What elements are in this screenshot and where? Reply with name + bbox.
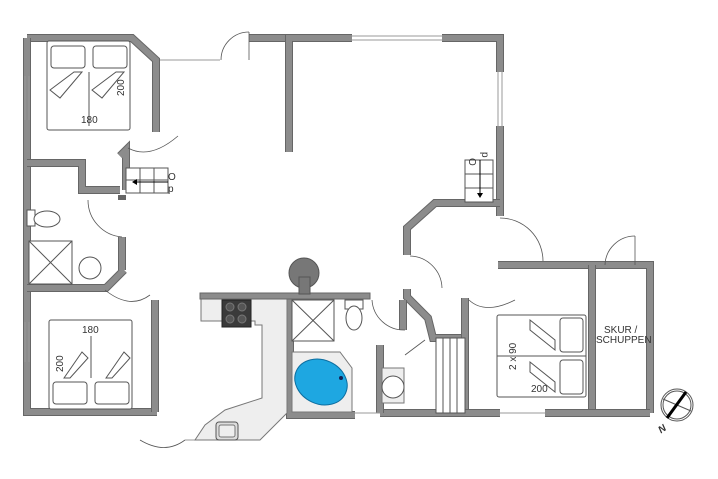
- stairs-center: [435, 337, 466, 414]
- fireplace: [288, 257, 320, 295]
- bed-bl-length: 200: [55, 355, 66, 372]
- bed-tl-width: 180: [81, 115, 98, 126]
- shed-label-2: SCHUPPEN: [596, 335, 652, 346]
- stairs-left-down: p: [168, 184, 174, 195]
- compass-north: N: [656, 422, 669, 436]
- stove: [221, 299, 252, 328]
- windows: [24, 35, 545, 441]
- bed-tl-length: 200: [116, 79, 127, 96]
- kitchen: [194, 292, 371, 441]
- shed-label-1: SKUR /: [604, 325, 638, 336]
- bed-top-left: [46, 40, 131, 131]
- compass: [660, 388, 694, 422]
- stairs-left: [125, 167, 169, 194]
- stairs-right-up: O: [466, 158, 477, 166]
- bed-right-count: 2 x 90: [508, 342, 519, 370]
- doors: [87, 31, 636, 448]
- stairs-right: [464, 159, 494, 203]
- bed-bl-width: 180: [82, 325, 99, 336]
- bed-bottom-left: [48, 319, 133, 410]
- bathtub: [294, 358, 348, 406]
- stairs-left-up: O: [168, 172, 176, 183]
- beds-right: [496, 314, 587, 398]
- bed-right-length: 200: [531, 384, 548, 395]
- bathroom-right-fixtures: [291, 299, 405, 413]
- bathroom-left-fixtures: [26, 209, 102, 285]
- stairs-right-down: p: [479, 152, 490, 158]
